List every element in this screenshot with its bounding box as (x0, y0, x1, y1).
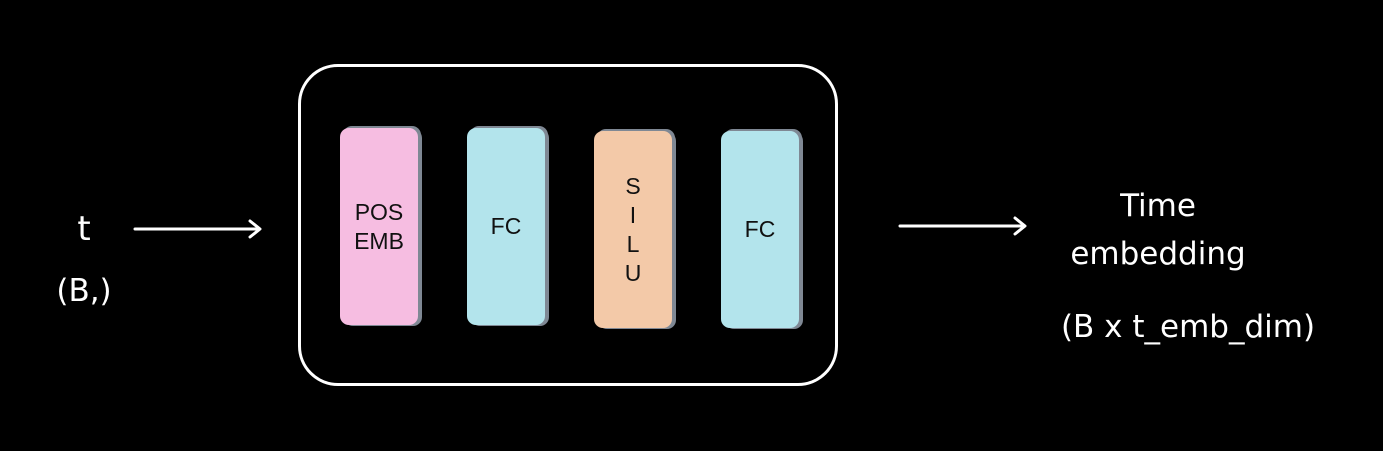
output-label-line-2: embedding (1070, 236, 1246, 272)
pos-emb-block-line-2: EMB (354, 227, 404, 254)
pos-emb-block-line-1: POS (354, 198, 404, 225)
silu-block-line-1: S (625, 172, 641, 199)
fc-block-2-label: FC (744, 216, 776, 242)
input-label-text: t (77, 209, 91, 249)
output-label-line-1: Time (1120, 188, 1196, 224)
silu-block: S I L U (594, 131, 672, 328)
pos-emb-block: POS EMB (340, 128, 418, 325)
silu-block-line-4: U (624, 259, 642, 286)
output-arrow (898, 216, 1027, 236)
fc-block-1-label: FC (490, 213, 522, 239)
silu-block-line-3: L (626, 230, 640, 257)
fc-block-2: FC (721, 131, 799, 328)
output-shape-text: (B x t_emb_dim) (1060, 309, 1316, 345)
time-embedding-module-frame (298, 64, 838, 386)
silu-block-line-2: I (629, 201, 637, 228)
input-shape-text: (B,) (56, 273, 112, 309)
input-arrow (133, 219, 262, 239)
fc-block-1: FC (467, 128, 545, 325)
